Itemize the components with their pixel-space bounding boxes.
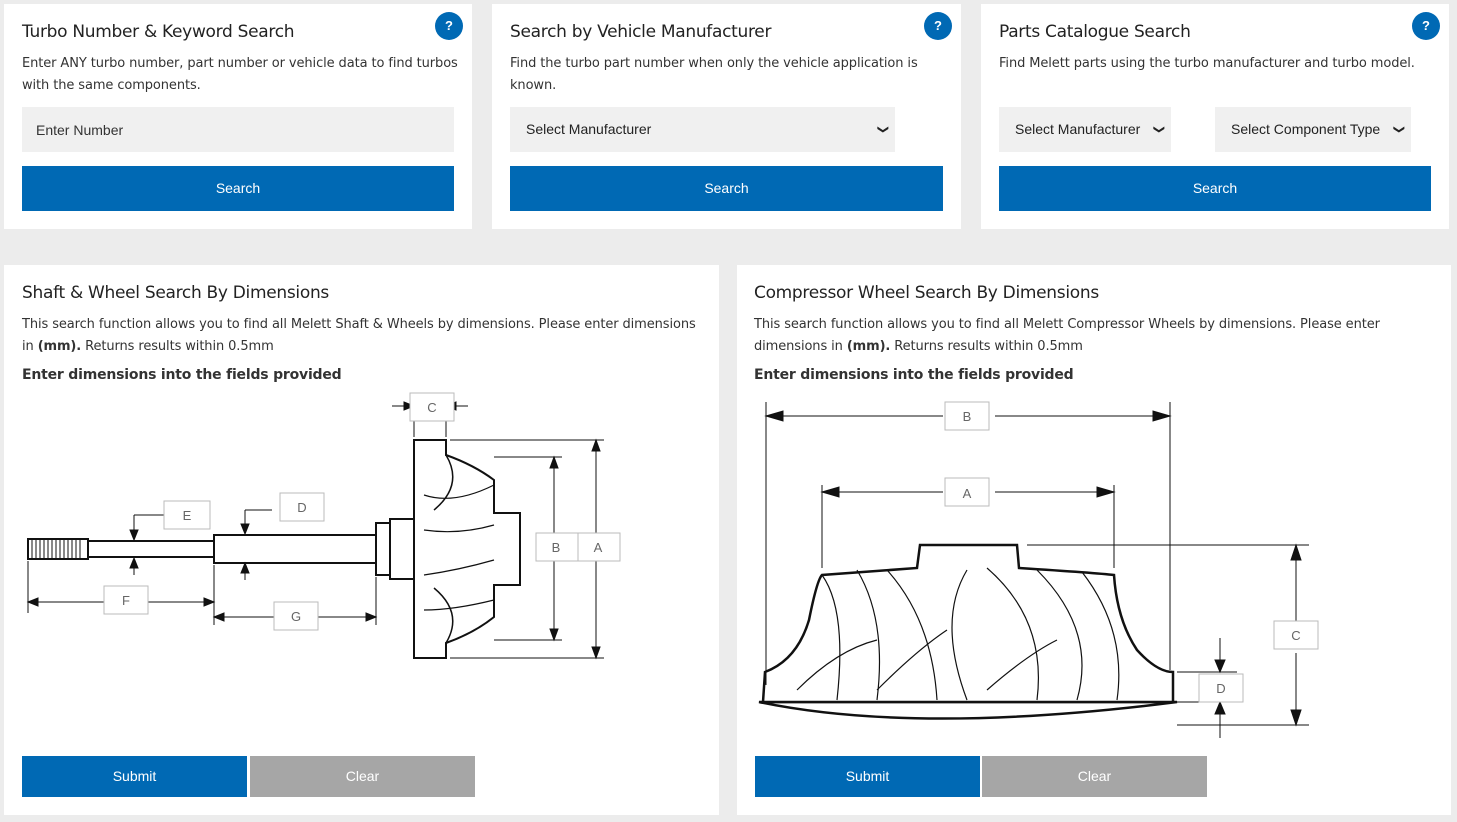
compressor-wheel-diagram: A B C D — [758, 401, 1319, 738]
compressor-clear-button[interactable]: Clear — [982, 756, 1207, 797]
dimension-label-d: D — [1216, 681, 1225, 696]
shaft-instruction: Enter dimensions into the fields provide… — [22, 367, 342, 383]
chevron-down-icon: ❯ — [1392, 124, 1405, 135]
dimension-label-c: C — [1291, 628, 1300, 643]
vehicle-search-card: Search by Vehicle Manufacturer ? Find th… — [492, 4, 961, 229]
turbo-search-title: Turbo Number & Keyword Search — [22, 22, 295, 42]
dimension-label-b: B — [963, 409, 972, 424]
vehicle-manufacturer-select-value: Select Manufacturer — [526, 121, 652, 137]
compressor-desc-text: This search function allows you to find … — [754, 317, 1380, 354]
question-icon[interactable]: ? — [924, 12, 952, 40]
question-icon[interactable]: ? — [435, 12, 463, 40]
component-type-select[interactable]: Select Component Type ❯ — [1215, 107, 1411, 152]
parts-search-button[interactable]: Search — [999, 166, 1431, 211]
turbo-number-input[interactable] — [22, 107, 454, 152]
compressor-search-title: Compressor Wheel Search By Dimensions — [754, 283, 1099, 303]
turbo-search-description: Enter ANY turbo number, part number or v… — [22, 56, 458, 93]
shaft-submit-button[interactable]: Submit — [22, 756, 247, 797]
turbo-search-card: Turbo Number & Keyword Search ? Enter AN… — [4, 4, 472, 229]
dimension-label-d: D — [297, 500, 306, 515]
parts-manufacturer-select[interactable]: Select Manufacturer ❯ — [999, 107, 1171, 152]
compressor-submit-button[interactable]: Submit — [755, 756, 980, 797]
parts-search-card: Parts Catalogue Search ? Find Melett par… — [981, 4, 1449, 229]
vehicle-manufacturer-select[interactable]: Select Manufacturer ❯ — [510, 107, 895, 152]
shaft-wheel-diagram: A B C D E F G — [26, 392, 621, 660]
vehicle-search-title: Search by Vehicle Manufacturer — [510, 22, 772, 42]
parts-search-description: Find Melett parts using the turbo manufa… — [999, 56, 1415, 71]
dimension-label-f: F — [122, 593, 130, 608]
dimension-label-a: A — [963, 486, 972, 501]
compressor-wheel-search-card: Compressor Wheel Search By Dimensions Th… — [737, 265, 1451, 815]
chevron-down-icon: ❯ — [1152, 124, 1165, 135]
dimension-label-a: A — [594, 540, 603, 555]
shaft-wheel-search-card: Shaft & Wheel Search By Dimensions This … — [4, 265, 719, 815]
compressor-desc-tolerance: Returns results within 0.5mm — [890, 339, 1083, 354]
shaft-desc-text: This search function allows you to find … — [22, 317, 696, 354]
shaft-search-description: This search function allows you to find … — [22, 314, 702, 358]
parts-manufacturer-select-value: Select Manufacturer — [1015, 121, 1141, 137]
chevron-down-icon: ❯ — [876, 124, 889, 135]
shaft-clear-button[interactable]: Clear — [250, 756, 475, 797]
shaft-search-title: Shaft & Wheel Search By Dimensions — [22, 283, 329, 303]
vehicle-search-description: Find the turbo part number when only the… — [510, 56, 918, 93]
dimension-label-c: C — [427, 400, 436, 415]
dimension-label-e: E — [183, 508, 192, 523]
compressor-desc-unit: (mm). — [846, 339, 891, 354]
shaft-desc-tolerance: Returns results within 0.5mm — [81, 339, 274, 354]
dimension-label-b: B — [552, 540, 561, 555]
component-type-select-value: Select Component Type — [1231, 121, 1381, 137]
compressor-instruction: Enter dimensions into the fields provide… — [754, 367, 1074, 383]
shaft-desc-unit: (mm). — [37, 339, 82, 354]
dimension-label-g: G — [291, 609, 301, 624]
question-icon[interactable]: ? — [1412, 12, 1440, 40]
compressor-search-description: This search function allows you to find … — [754, 314, 1394, 358]
vehicle-search-button[interactable]: Search — [510, 166, 943, 211]
turbo-search-button[interactable]: Search — [22, 166, 454, 211]
parts-search-title: Parts Catalogue Search — [999, 22, 1191, 42]
